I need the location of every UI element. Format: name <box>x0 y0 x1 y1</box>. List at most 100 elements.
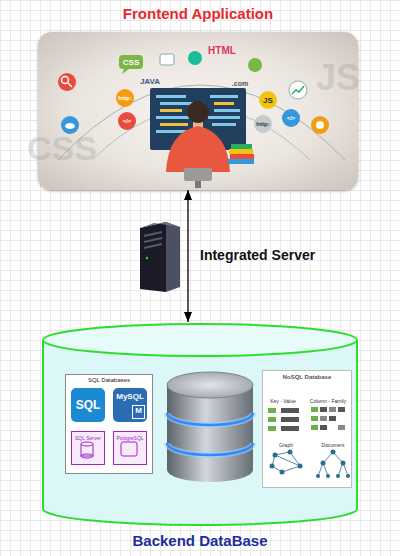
developer-illustration-part <box>122 69 129 74</box>
nosql-diagrams-part <box>320 425 327 430</box>
nosql-diagrams-part-part <box>326 474 330 478</box>
cylinder-body <box>43 340 357 525</box>
developer-illustration-part <box>292 86 304 94</box>
developer-illustration-part <box>282 109 300 127</box>
developer-illustration-part <box>61 116 79 134</box>
nosql-diagrams-part <box>268 408 276 413</box>
sqlserver-icon: SQL Server <box>71 431 105 465</box>
developer-illustration-part <box>160 54 174 65</box>
developer-illustration-part <box>160 109 182 112</box>
developer-illustration-part <box>65 123 75 129</box>
nosql-diagrams-part <box>281 426 299 431</box>
edge-label: Integrated Server <box>200 247 315 263</box>
developer-illustration-part <box>208 116 240 119</box>
nosql-diagrams-part <box>272 452 348 476</box>
developer-illustration-part <box>118 112 136 130</box>
double-arrow <box>187 190 188 322</box>
developer-illustration-part <box>254 115 272 133</box>
sql-cylinder-icons-part <box>121 442 137 456</box>
nosql-diagrams-part-part <box>280 470 285 475</box>
node-text: SQL Server <box>72 435 104 441</box>
node-text: SQL Databases <box>66 377 152 383</box>
nosql-diagrams-part <box>281 408 299 413</box>
nosql-diagrams-part-part <box>323 463 328 476</box>
developer-illustration-part <box>116 89 134 107</box>
nosql-diagrams-part-part <box>336 474 340 478</box>
sql-icon: SQL <box>71 388 105 422</box>
server-icon-part <box>140 222 166 292</box>
nosql-diagrams-part <box>281 417 299 422</box>
developer-illustration-part <box>156 130 196 133</box>
nosql-diagrams-part-part <box>273 453 278 458</box>
sql-cylinder-icons-part <box>81 454 93 458</box>
database-stack-icon-part <box>167 372 253 398</box>
nosql-diagrams-part <box>311 416 318 421</box>
nosql-diagrams-part-part <box>331 450 336 455</box>
nosql-diagrams-part-part <box>333 452 343 463</box>
developer-illustration-part <box>228 159 254 164</box>
developer-illustration-part <box>195 181 201 188</box>
sql-cylinder-icons-part <box>81 442 93 446</box>
database-stack-icon-part <box>167 458 253 482</box>
developer-illustration-part <box>316 121 324 129</box>
nosql-diagrams-part <box>329 407 336 412</box>
developer-illustration-part <box>193 118 203 128</box>
node-text: SQL <box>71 398 105 412</box>
nosql-diagrams-part-part <box>272 455 275 466</box>
developer-illustration-part <box>62 77 69 84</box>
developer-illustration-part <box>230 154 254 159</box>
developer-illustration-part <box>259 91 277 109</box>
node-text: NoSQL Database <box>263 374 351 380</box>
developer-illustration-part <box>214 102 234 105</box>
server-icon-part <box>144 244 162 248</box>
developer-illustration-part <box>229 149 253 154</box>
database-stack-icon-part <box>167 385 253 470</box>
developer-illustration-part <box>58 85 345 160</box>
node-text: Frontend Application <box>38 5 358 22</box>
nosql-diagrams-part-part <box>343 463 348 476</box>
server-icon-part <box>146 257 148 259</box>
developer-illustration-part <box>119 55 143 69</box>
developer-illustration-part <box>156 95 186 98</box>
nosql-diagrams-part-part <box>321 461 326 466</box>
nosql-diagrams-part-part <box>316 474 320 478</box>
database-stack-icon-part <box>167 443 253 455</box>
node-text: PostgreSQL <box>114 435 146 441</box>
nosql-diagrams-part-part <box>290 452 300 466</box>
developer-illustration-part <box>58 73 76 91</box>
frontend-box: Frontend Application <box>38 32 358 190</box>
developer-illustration-part <box>160 123 188 126</box>
server-icon-part <box>144 238 162 242</box>
nosql-diagrams-part-part <box>323 452 333 463</box>
developer-illustration-part <box>160 102 204 105</box>
nosql-diagrams-part-part <box>318 463 323 476</box>
nosql-panel: NoSQL Database <box>262 370 352 488</box>
developer-illustration <box>58 51 345 188</box>
database-stack-icon-part <box>167 443 253 455</box>
cylinder-top <box>43 324 357 356</box>
server-icon-part <box>140 222 180 228</box>
developer-illustration-part <box>92 108 310 161</box>
nosql-diagrams-part <box>311 425 318 430</box>
nosql-diagrams-part <box>268 417 276 422</box>
sql-cylinder-icons-part <box>81 444 93 456</box>
developer-illustration-part <box>231 144 252 149</box>
nosql-diagrams-part-part <box>272 466 282 472</box>
nosql-diagrams-part <box>320 407 327 412</box>
developer-illustration-part <box>156 116 192 119</box>
nosql-diagrams-part-part <box>270 464 275 469</box>
postgresql-icon: PostgreSQL <box>113 431 147 465</box>
developer-illustration-part <box>188 51 202 65</box>
developer-illustration-part <box>68 83 72 87</box>
developer-illustration-part <box>210 95 238 98</box>
nosql-diagrams-part-part <box>275 452 290 455</box>
sql-cylinder-icons <box>81 442 137 458</box>
developer-illustration-part <box>184 168 212 181</box>
nosql-diagrams-part-part <box>282 466 300 472</box>
nosql-diagrams-part <box>270 450 351 479</box>
mysql-icon: MySQLM <box>113 388 147 422</box>
nosql-diagrams-part <box>320 416 327 421</box>
developer-illustration-part <box>311 116 329 134</box>
